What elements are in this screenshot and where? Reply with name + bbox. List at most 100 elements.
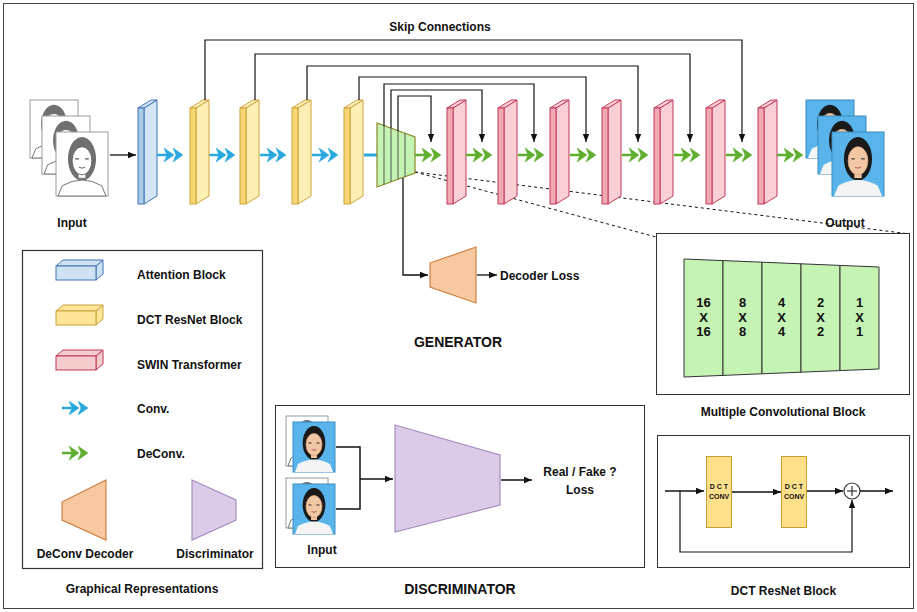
discriminator-figure (360, 478, 393, 480)
skip-connection (398, 96, 431, 142)
dct-resnet-detail (860, 490, 893, 491)
scale-text: 8 X 8 (738, 296, 747, 341)
deconv-arrow (777, 148, 803, 162)
swin-block (758, 100, 777, 108)
swin-block (453, 100, 466, 204)
swin-block (602, 100, 621, 108)
panel-box: 16 X 168 X 84 X 42 X 21 X 1Multiple Conv… (656, 233, 910, 395)
deconv-arrow (577, 148, 587, 162)
label-holder: Output (825, 213, 864, 231)
output-photo (834, 180, 882, 196)
dct-resnet-detail (665, 490, 704, 491)
panel-heading-holder: DCT ResNet Block (658, 581, 909, 599)
deconv-arrow (629, 148, 639, 162)
discriminator-figure (395, 425, 500, 532)
panel-heading: DCT ResNet Block (731, 584, 836, 598)
swin-block (706, 108, 712, 204)
legend-text: DeConv. (137, 447, 185, 461)
legend-panel (23, 251, 263, 569)
deconv-arrow (726, 154, 736, 157)
legend-swatch (192, 480, 236, 540)
deconv-arrow (742, 148, 752, 162)
text-label: Real / Fake ? Loss (543, 465, 616, 497)
input-sketch (79, 167, 85, 169)
legend-swatch (56, 260, 103, 280)
discriminator-figure (317, 443, 320, 444)
skip-connection (255, 54, 690, 142)
conv-arrow (157, 148, 183, 162)
discriminator-figure (311, 511, 316, 513)
swin-block (447, 108, 453, 204)
input-sketch (56, 132, 108, 196)
swin-block (706, 100, 725, 108)
dct-resnet-block (298, 100, 311, 204)
deconv-arrow (518, 154, 528, 157)
swin-block (556, 100, 569, 204)
deconv-arrow (431, 148, 441, 162)
swin-block (498, 108, 504, 204)
dct-resnet-block (190, 100, 209, 108)
swin-block (758, 108, 764, 204)
swin-block (498, 100, 517, 108)
outer-frame (4, 4, 914, 609)
swin-block (447, 100, 466, 108)
deconv-arrow (726, 148, 752, 162)
legend-swatch (56, 356, 96, 370)
attention-block (138, 108, 144, 204)
conv-arrow (164, 148, 174, 162)
dct-resnet-detail (665, 483, 893, 552)
conv-arrow (312, 154, 322, 157)
legend-swatch (69, 446, 79, 460)
legend-text: SWIN Transformer (137, 358, 242, 372)
discriminator-figure (311, 449, 316, 451)
discriminator-figure (303, 426, 326, 460)
legend-text: DCT ResNet Block (137, 313, 242, 327)
dct-resnet-block (190, 108, 196, 204)
dct-resnet-detail (851, 486, 852, 496)
dct-resnet-block (292, 100, 311, 204)
swin-block (660, 100, 673, 204)
discriminator-figure (293, 422, 335, 472)
legend-swatch (62, 452, 72, 455)
legend-swatch (192, 480, 236, 540)
scale-text: 1 X 1 (855, 296, 864, 341)
attention-block (144, 100, 157, 204)
legend-swatch (62, 407, 72, 410)
legend-item: DeConv. (137, 444, 185, 462)
legend-swatch (78, 446, 88, 460)
dct-resnet-block (246, 100, 259, 204)
skip-connection (384, 84, 534, 142)
conv-arrow (216, 148, 226, 162)
multi-conv-block (377, 123, 415, 187)
deconv-arrow (534, 148, 544, 162)
conv-arrow (267, 148, 277, 162)
skip-connection (359, 77, 586, 142)
input-sketch (72, 147, 92, 175)
swin-block (764, 100, 777, 204)
deconv-arrow (622, 148, 648, 162)
discriminator-figure (336, 479, 360, 509)
conv-arrow (157, 154, 167, 157)
legend-item: DeConv Decoder (37, 544, 134, 562)
text-label: Graphical Representations (66, 582, 219, 596)
deconv-arrow (793, 148, 803, 162)
conv-arrow (209, 154, 219, 157)
text-label: GENERATOR (414, 334, 502, 350)
output-photo (806, 100, 884, 196)
cell-outline (762, 262, 801, 374)
conv-arrow (209, 148, 235, 162)
text-label: Input (307, 543, 336, 557)
dct-resnet-detail (806, 490, 843, 491)
panel-heading: Multiple Convolutional Block (701, 405, 866, 419)
deconv-arrow (415, 148, 441, 162)
dct-resnet-block (344, 100, 363, 204)
input-sketch (58, 180, 106, 196)
deconv-arrow (473, 148, 483, 162)
discriminator-figure (293, 484, 335, 534)
conv-arrow (225, 148, 235, 162)
dct-conv-box: D C T CONV (781, 456, 807, 528)
dct-resnet-block (196, 100, 209, 204)
conv-scale-cell: 4 X 4 (762, 259, 801, 377)
conv-scale-cell: 8 X 8 (723, 259, 762, 377)
